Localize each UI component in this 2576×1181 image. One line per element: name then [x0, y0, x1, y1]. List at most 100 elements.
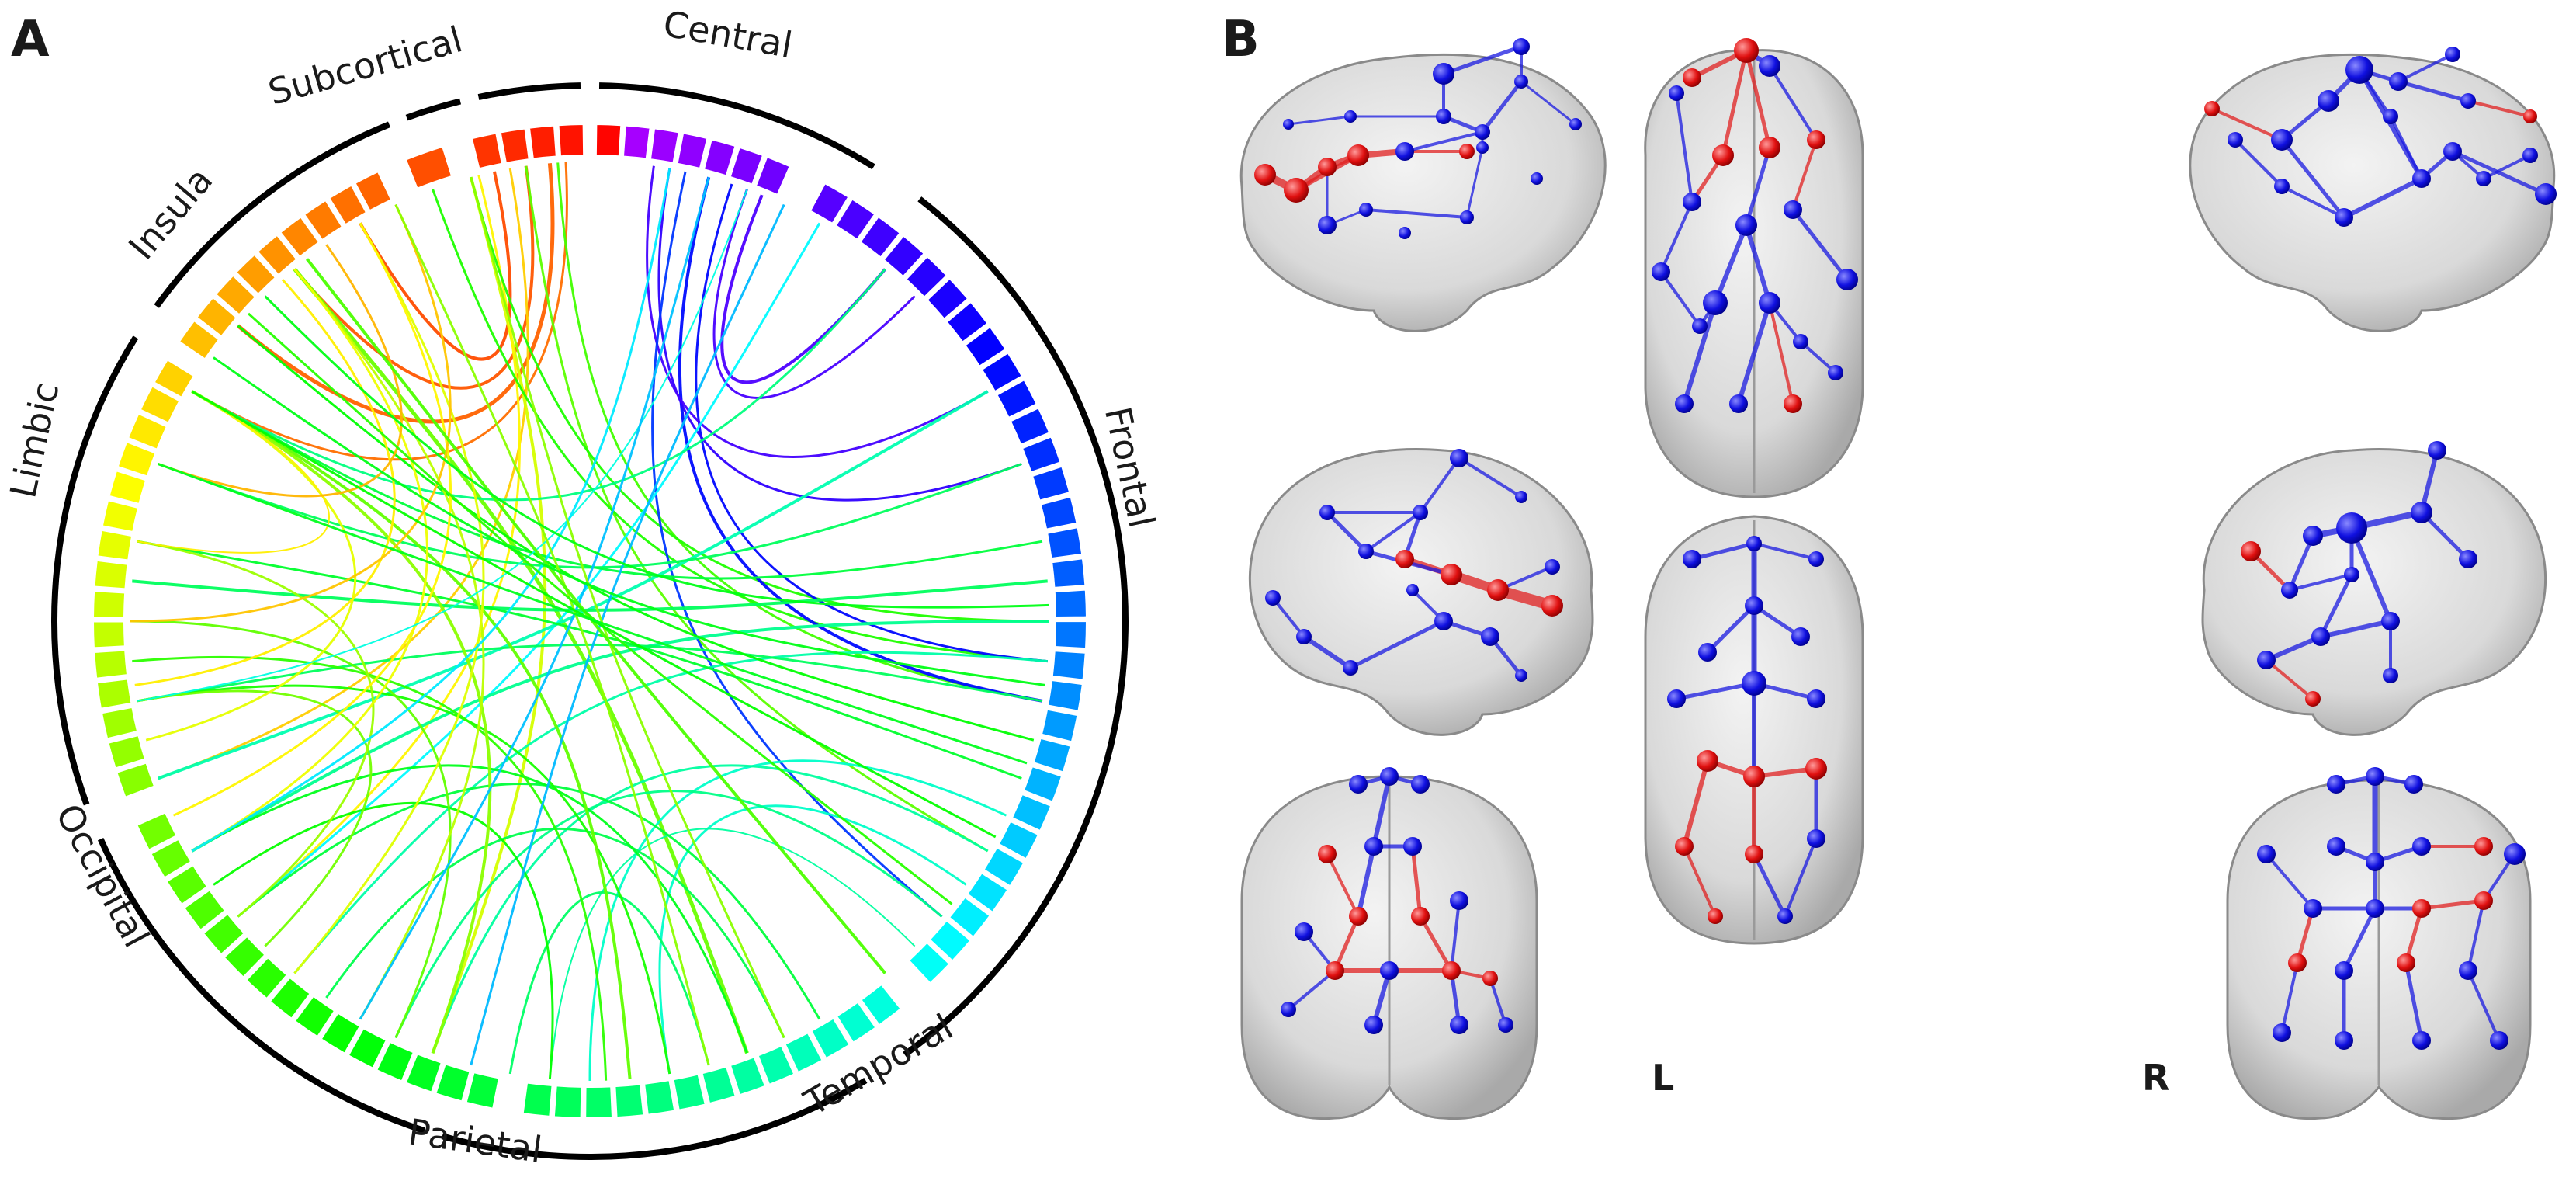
node-segment-parietal	[150, 838, 192, 879]
node-segment-frontal	[882, 234, 926, 278]
node-segment-occipital	[96, 529, 133, 561]
network-node	[1545, 559, 1560, 575]
brain-view-right-lateral	[2189, 47, 2557, 332]
node-segment-occipital	[101, 499, 140, 533]
node-segment-parietal	[435, 1063, 471, 1103]
node-segment-subcortical	[499, 127, 530, 164]
network-edge	[2295, 906, 2315, 965]
node-segment-occipital	[139, 385, 181, 425]
connection-chord	[657, 168, 1022, 502]
connection-chord	[130, 203, 452, 623]
network-edge	[2342, 906, 2377, 973]
node-segment-parietal	[375, 1040, 415, 1082]
connection-chord	[191, 268, 428, 853]
network-node	[1411, 775, 1430, 794]
node-segment-occipital	[92, 620, 126, 649]
region-label-occipital: Occipital	[47, 797, 158, 953]
node-segment-temporal	[614, 1083, 645, 1119]
network-node	[2288, 953, 2307, 972]
network-node	[1793, 334, 1808, 349]
network-node	[2445, 47, 2460, 62]
node-segment-parietal	[165, 863, 209, 906]
network-node	[1318, 216, 1337, 234]
network-node	[1513, 38, 1530, 55]
network-edge	[2467, 99, 2532, 118]
brain-view-left-lateral	[1239, 38, 1607, 332]
network-edge	[1721, 48, 1749, 158]
node-segment-temporal	[672, 1073, 706, 1111]
network-node	[1481, 627, 1499, 646]
network-node	[1450, 449, 1468, 467]
network-node	[1349, 907, 1368, 926]
node-segment-occipital	[153, 358, 196, 399]
region-arc-insula	[405, 98, 462, 121]
network-node	[2273, 1023, 2291, 1042]
network-node	[1745, 845, 1763, 863]
network-node	[1380, 961, 1399, 980]
network-node	[2366, 899, 2384, 918]
network-edge	[1287, 115, 1352, 126]
node-segments	[92, 123, 1088, 1119]
network-node	[1318, 845, 1337, 863]
connection-chord	[658, 804, 967, 1075]
network-edge	[1744, 145, 1772, 228]
connection-chord	[432, 189, 1048, 663]
connection-chord	[293, 267, 749, 1054]
brain-view-left-medial	[1248, 448, 1594, 736]
network-edge	[2264, 634, 2323, 662]
network-edge	[1458, 457, 1523, 498]
network-node	[1358, 544, 1374, 559]
network-node	[2412, 899, 2431, 918]
brain-view-bottom	[1644, 515, 1864, 945]
network-node	[2336, 512, 2367, 544]
node-segment-frontal	[996, 378, 1038, 419]
network-node	[2383, 109, 2398, 124]
network-node	[1828, 365, 1843, 380]
network-edge	[1744, 223, 1772, 305]
network-node	[1319, 505, 1335, 520]
network-edge	[1753, 542, 1818, 561]
connection-chord	[132, 579, 1048, 612]
node-segment-temporal	[860, 983, 902, 1026]
network-node	[1413, 505, 1428, 520]
region-arc-limbic	[154, 121, 391, 308]
network-edge	[1744, 48, 1772, 150]
node-segment-limbic	[279, 216, 321, 259]
network-node	[1807, 689, 1825, 708]
connection-chord	[132, 655, 608, 1081]
network-edge	[1520, 80, 1577, 126]
node-segment-occipital	[116, 762, 156, 799]
network-node	[1667, 689, 1686, 708]
network-node	[2304, 899, 2322, 918]
region-arc-occipital	[51, 335, 139, 806]
network-node	[1805, 758, 1827, 780]
connection-chord	[695, 183, 1048, 663]
node-segment-temporal	[729, 1056, 767, 1096]
node-segment-central	[729, 146, 764, 186]
node-segment-insula	[404, 145, 453, 190]
network-node	[1349, 775, 1368, 794]
connection-chord	[678, 176, 1043, 703]
node-segment-frontal	[1009, 406, 1051, 446]
network-node	[1652, 262, 1670, 281]
network-node	[1692, 318, 1708, 334]
network-node	[1347, 144, 1369, 166]
connection-chord	[237, 783, 821, 1020]
network-edge	[1326, 853, 1360, 918]
network-node	[1514, 75, 1528, 89]
network-node	[2474, 891, 2493, 910]
network-node	[1296, 629, 1312, 644]
network-node	[2523, 109, 2537, 123]
connection-chords	[130, 162, 1050, 1082]
network-node	[2476, 171, 2491, 186]
network-node	[1364, 1016, 1383, 1034]
node-segment-temporal	[784, 1031, 823, 1074]
network-node	[2459, 550, 2477, 568]
network-node	[1569, 118, 1582, 130]
node-segment-subcortical	[528, 124, 557, 160]
network-edge	[2265, 853, 2314, 910]
network-edge	[1465, 146, 1484, 219]
network-edge	[2318, 572, 2354, 639]
connection-chord	[191, 390, 1043, 580]
node-segment-limbic	[196, 296, 238, 338]
